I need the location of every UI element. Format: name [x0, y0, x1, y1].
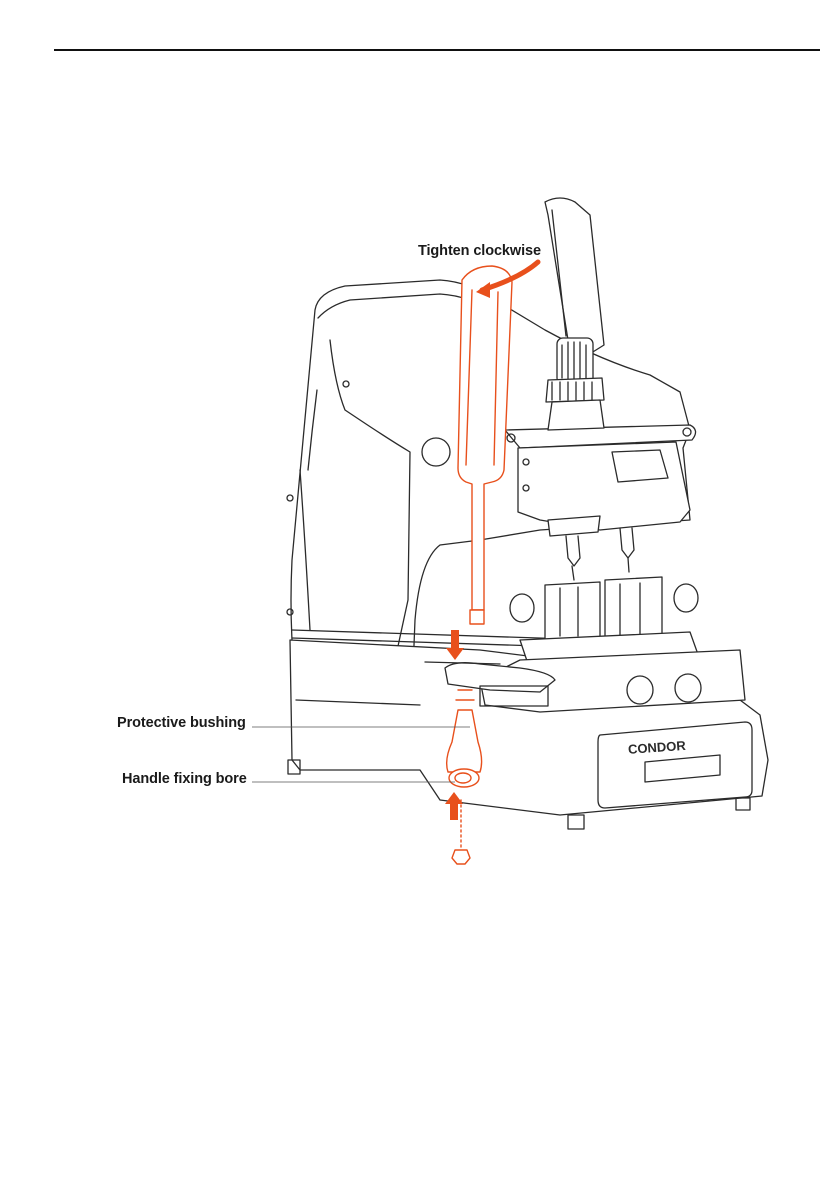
callout-tighten-clockwise: Tighten clockwise — [418, 243, 541, 259]
callout-handle-fixing-bore: Handle fixing bore — [122, 771, 247, 787]
clamp-left — [545, 582, 600, 642]
clamp-right — [605, 577, 662, 642]
spindle-head — [518, 442, 690, 530]
nut — [452, 850, 470, 864]
callout-protective-bushing: Protective bushing — [117, 715, 246, 731]
screwdriver — [458, 266, 512, 610]
brand-plate — [598, 722, 752, 808]
